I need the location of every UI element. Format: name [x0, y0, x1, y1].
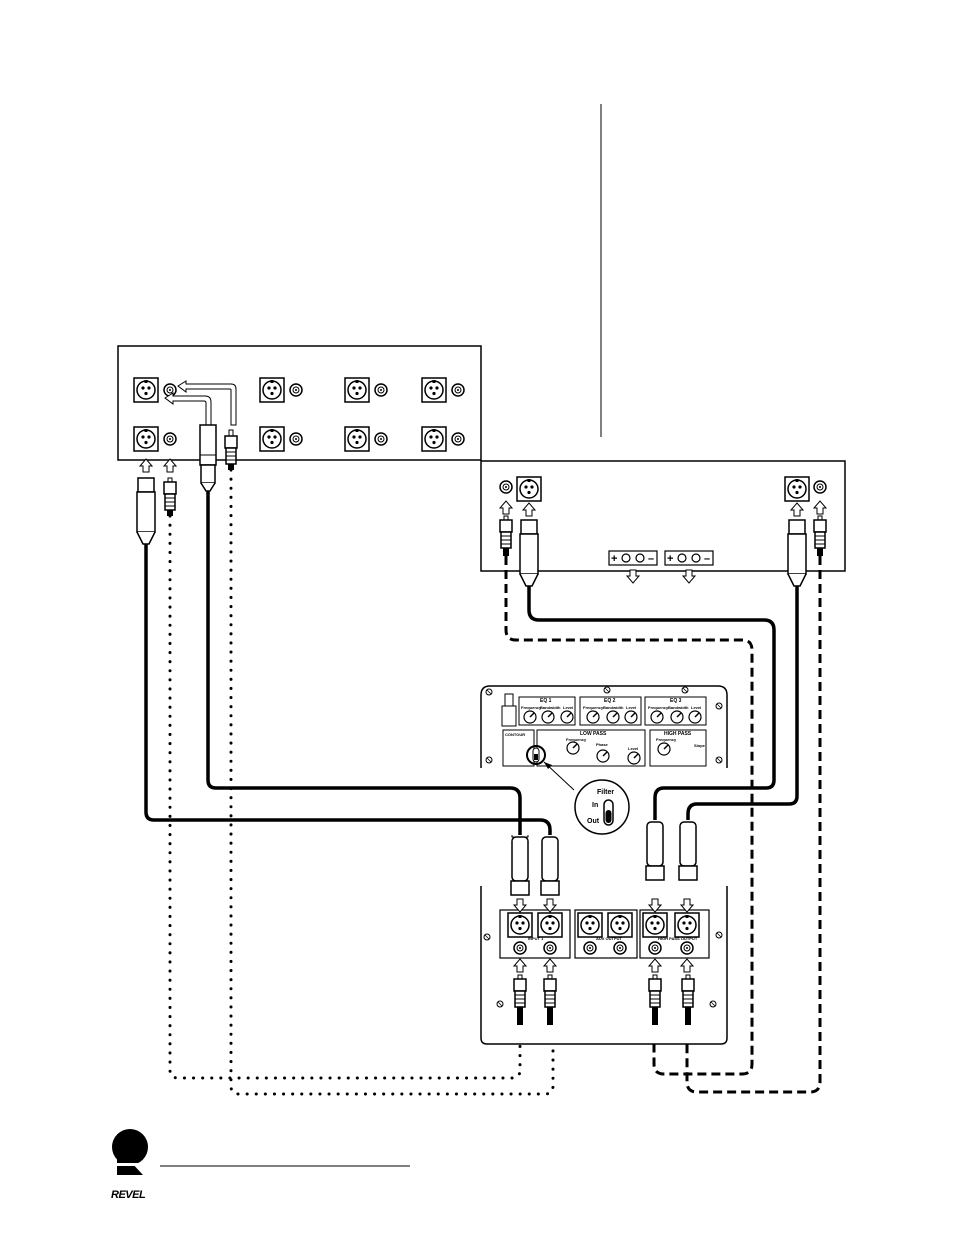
filter-title: Filter — [597, 789, 614, 796]
svg-text:Frequency: Frequency — [656, 737, 677, 742]
svg-text:Level: Level — [628, 746, 638, 751]
svg-text:Bandwidth: Bandwidth — [540, 705, 561, 710]
input-label: INPUT 1 — [528, 936, 544, 941]
eq-knob-icon[interactable] — [523, 710, 537, 724]
low-pass-label: LOW PASS — [580, 731, 607, 737]
dashed-cables — [504, 556, 822, 1094]
aux-output-label: AUX OUTPUT — [596, 936, 623, 941]
filter-out-label: Out — [587, 818, 600, 825]
svg-text:+: + — [611, 553, 617, 565]
svg-text:+: + — [667, 553, 673, 565]
svg-text:Frequency: Frequency — [583, 705, 604, 710]
svg-text:Frequency: Frequency — [648, 705, 669, 710]
svg-text:–: – — [648, 553, 654, 565]
svg-text:Slope: Slope — [694, 743, 706, 748]
svg-text:Bandwidth: Bandwidth — [668, 705, 689, 710]
svg-text:Phase: Phase — [596, 742, 609, 747]
eq1-label: EQ 1 — [540, 698, 552, 704]
svg-text:Level: Level — [626, 705, 636, 710]
high-pass-label: HIGH PASS — [664, 731, 692, 737]
xlr-plug-output — [199, 424, 217, 492]
revel-logo: REVEL — [111, 1129, 148, 1201]
processor-rear-panel — [117, 345, 482, 461]
eq3-label: EQ 3 — [670, 698, 682, 704]
svg-text:Bandwidth: Bandwidth — [603, 705, 624, 710]
subwoofer-io-panel: INPUT 1 AUX OUTPUT HIGH PASS OUTPUT — [480, 886, 728, 1045]
bent-arrows — [164, 380, 237, 426]
logo-text: REVEL — [111, 1189, 146, 1201]
amplifier-rear-panel: + – + – — [480, 460, 846, 584]
filter-switch-callout: Filter In Out — [574, 779, 630, 835]
svg-text:–: – — [704, 553, 710, 565]
rca-plug-output — [224, 429, 238, 471]
filter-in-label: In — [592, 802, 598, 809]
dotted-cables — [168, 468, 555, 1096]
eq2-label: EQ 2 — [604, 698, 616, 704]
svg-text:Frequency: Frequency — [566, 737, 587, 742]
svg-text:Frequency: Frequency — [521, 705, 542, 710]
solid-cables — [144, 491, 799, 835]
contour-label: CONTOUR — [505, 732, 525, 737]
svg-text:Level: Level — [563, 705, 573, 710]
subwoofer-control-panel: EQ 1 EQ 2 EQ 3 Frequency Bandwidth Level… — [480, 685, 728, 791]
svg-text:Level: Level — [691, 705, 701, 710]
high-pass-output-label: HIGH PASS OUTPUT — [658, 936, 698, 941]
